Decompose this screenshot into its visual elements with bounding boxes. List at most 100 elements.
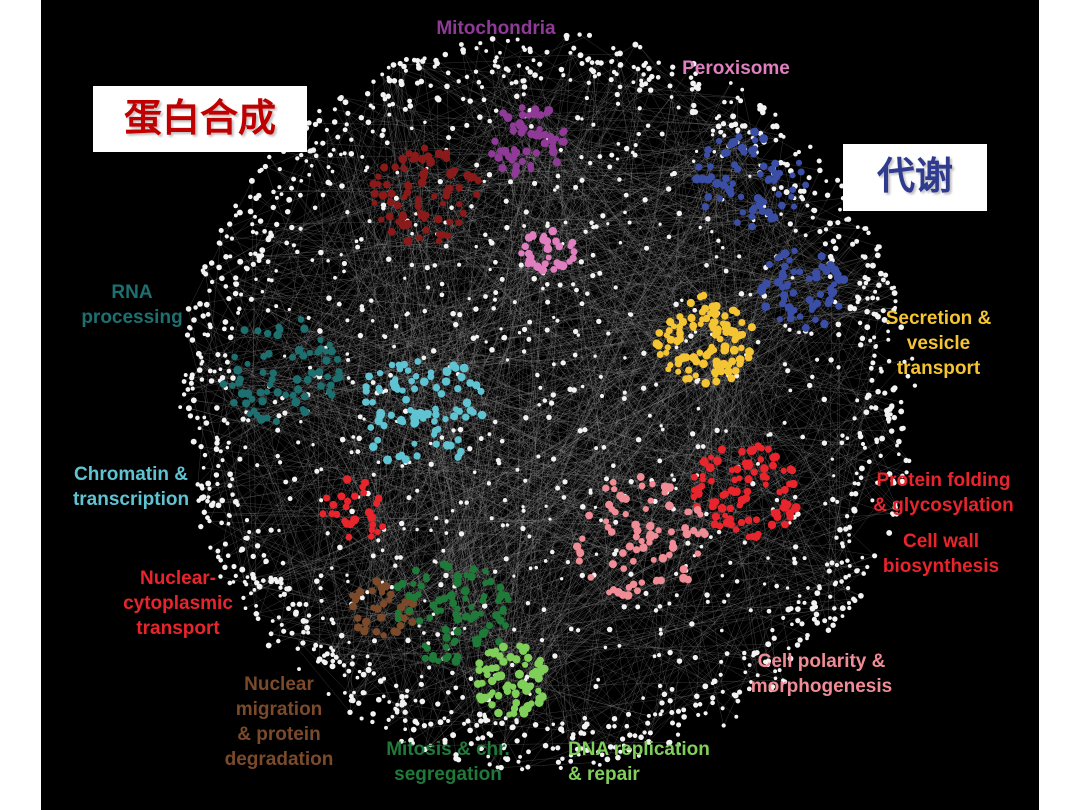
network-edge xyxy=(351,678,539,697)
network-node xyxy=(412,373,420,380)
network-node xyxy=(356,700,362,706)
network-node xyxy=(198,523,204,530)
network-node xyxy=(598,60,604,66)
network-node xyxy=(617,644,622,648)
network-node xyxy=(589,220,594,226)
network-edge xyxy=(320,194,324,387)
network-node xyxy=(424,265,430,271)
label-peroxisome: Peroxisome xyxy=(682,58,790,79)
network-node xyxy=(444,519,449,524)
label-rna-processing: RNA processing xyxy=(81,282,183,328)
network-node xyxy=(824,179,829,183)
network-edge xyxy=(484,181,708,220)
network-edge xyxy=(579,560,615,727)
network-edge xyxy=(407,223,422,677)
network-node xyxy=(888,428,895,434)
network-node xyxy=(233,275,239,281)
network-node xyxy=(409,126,414,131)
network-node xyxy=(783,189,790,196)
network-node xyxy=(342,99,349,106)
network-node xyxy=(502,622,510,629)
network-node xyxy=(785,586,790,590)
network-node xyxy=(317,336,324,344)
network-node xyxy=(814,590,821,597)
network-edge xyxy=(463,52,540,136)
network-node xyxy=(453,627,462,636)
network-node xyxy=(378,589,386,596)
network-edge xyxy=(368,86,621,377)
network-node xyxy=(786,256,793,264)
network-node xyxy=(827,220,833,227)
network-node xyxy=(202,452,208,458)
network-node xyxy=(457,426,464,433)
network-edge xyxy=(235,160,512,284)
network-node xyxy=(393,563,398,568)
network-node xyxy=(499,657,508,666)
network-node xyxy=(310,370,317,378)
network-node xyxy=(345,110,351,116)
network-node xyxy=(613,519,619,525)
network-edge xyxy=(369,220,677,341)
network-node xyxy=(367,424,375,431)
network-node xyxy=(742,540,747,545)
network-node xyxy=(509,81,514,86)
network-node xyxy=(657,683,663,689)
network-edge xyxy=(344,153,674,327)
network-edge xyxy=(337,137,579,755)
network-node xyxy=(409,262,415,268)
network-node xyxy=(676,658,683,664)
network-node xyxy=(796,313,804,320)
network-edge xyxy=(239,124,736,460)
network-node xyxy=(555,759,562,765)
network-node xyxy=(432,440,440,448)
network-edge xyxy=(433,191,805,656)
network-edge xyxy=(552,137,753,232)
network-edge xyxy=(383,94,489,700)
network-edge xyxy=(390,375,755,654)
network-edge xyxy=(259,213,680,258)
network-node xyxy=(776,316,783,323)
network-node xyxy=(313,642,319,648)
network-node xyxy=(721,723,726,728)
network-node xyxy=(910,356,915,361)
network-edge xyxy=(648,653,728,743)
network-edge xyxy=(347,113,481,697)
overlay-metabolism-text: 代谢 xyxy=(876,154,953,198)
network-node xyxy=(544,49,550,55)
network-node xyxy=(212,369,217,374)
network-node xyxy=(583,229,588,234)
network-node xyxy=(418,681,424,687)
network-node xyxy=(379,132,385,138)
network-node xyxy=(623,591,633,600)
network-edge xyxy=(540,623,692,672)
network-node xyxy=(722,99,727,105)
network-node xyxy=(738,447,746,456)
network-node xyxy=(494,708,503,718)
network-node xyxy=(372,638,377,644)
network-node xyxy=(693,330,698,334)
network-edge xyxy=(575,187,786,365)
network-edge xyxy=(434,146,553,197)
network-node xyxy=(609,59,614,64)
network-node xyxy=(676,722,682,728)
network-edge xyxy=(433,350,869,396)
network-edge xyxy=(547,284,565,498)
network-edge xyxy=(467,112,763,722)
network-node xyxy=(824,300,832,308)
network-node xyxy=(902,359,907,365)
network-node xyxy=(571,282,576,287)
network-node xyxy=(380,548,385,553)
network-node xyxy=(707,173,716,181)
network-edge xyxy=(352,583,836,657)
network-node xyxy=(839,605,846,612)
network-edge xyxy=(328,182,616,513)
network-node xyxy=(499,327,503,331)
network-edge xyxy=(729,145,751,611)
network-edge xyxy=(449,366,894,516)
network-node xyxy=(203,420,210,426)
network-node xyxy=(205,480,212,487)
network-edge xyxy=(416,334,737,530)
network-node xyxy=(468,604,475,611)
network-edge xyxy=(352,52,571,607)
network-node xyxy=(541,260,549,268)
